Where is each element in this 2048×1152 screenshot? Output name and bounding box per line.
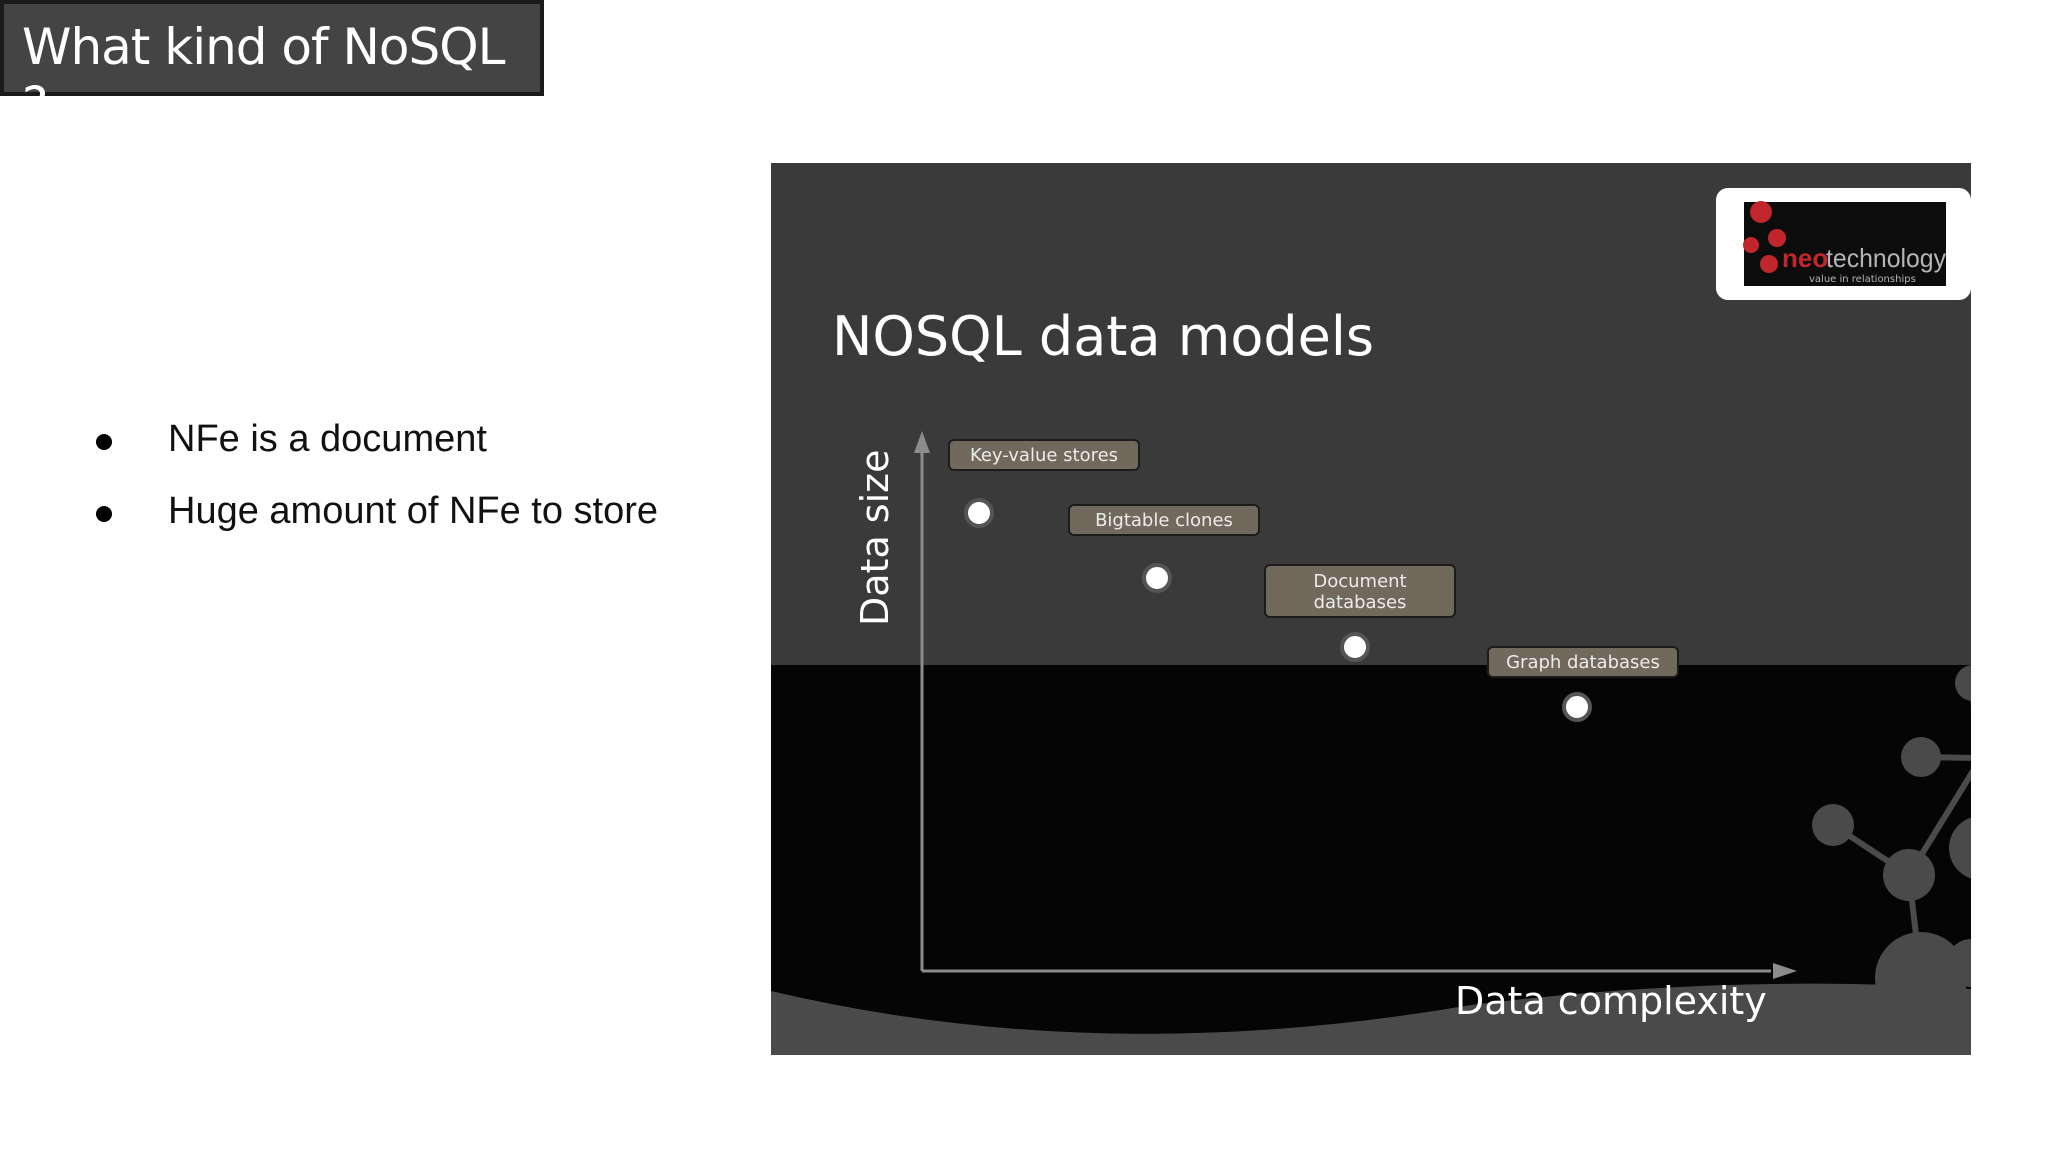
bullet-text: NFe is a document — [168, 418, 487, 460]
model-label-text: Graph databases — [1506, 652, 1660, 673]
svg-text:neo: neo — [1782, 243, 1828, 273]
model-point: Graph databases — [1487, 646, 1679, 722]
svg-text:value in relationships: value in relationships — [1809, 274, 1916, 285]
axes — [914, 431, 1797, 979]
nosql-data-models-figure: neo technology value in relationships NO… — [771, 163, 1971, 1055]
slide-title-box: What kind of NoSQL ? — [0, 0, 544, 134]
svg-text:technology: technology — [1826, 243, 1946, 273]
figure-bottom-wave — [771, 983, 1971, 1055]
x-axis-label: Data complexity — [1455, 979, 1767, 1023]
graph-network-decoration-icon — [1761, 665, 1971, 1055]
figure-canvas: neo technology value in relationships NO… — [771, 163, 1971, 1055]
model-label-box — [1487, 646, 1679, 678]
model-point-dot — [1340, 632, 1370, 662]
model-label-box — [948, 439, 1140, 471]
bullet-icon — [96, 434, 112, 450]
slide-title: What kind of NoSQL ? — [22, 18, 505, 134]
model-label-box — [1264, 564, 1456, 618]
model-point-dot — [964, 498, 994, 528]
bullet-icon — [96, 506, 112, 522]
y-axis-arrow-icon — [914, 431, 930, 453]
model-point-dot — [1142, 563, 1172, 593]
neotechnology-logo: neo technology value in relationships — [1716, 188, 1971, 300]
figure-heading: NOSQL data models — [832, 305, 1374, 368]
model-label-text: databases — [1314, 592, 1407, 613]
model-point: Key-value stores — [948, 439, 1140, 528]
model-point-dot — [1562, 692, 1592, 722]
model-point: Bigtable clones — [1068, 504, 1260, 593]
model-label-text: Bigtable clones — [1095, 510, 1233, 531]
model-label-text: Document — [1313, 571, 1406, 592]
bullet-text: Huge amount of NFe to store — [168, 490, 659, 532]
model-label-box — [1068, 504, 1260, 536]
x-axis-arrow-icon — [1773, 963, 1797, 979]
model-label-text: Key-value stores — [970, 445, 1118, 466]
y-axis-label: Data size — [853, 450, 897, 627]
